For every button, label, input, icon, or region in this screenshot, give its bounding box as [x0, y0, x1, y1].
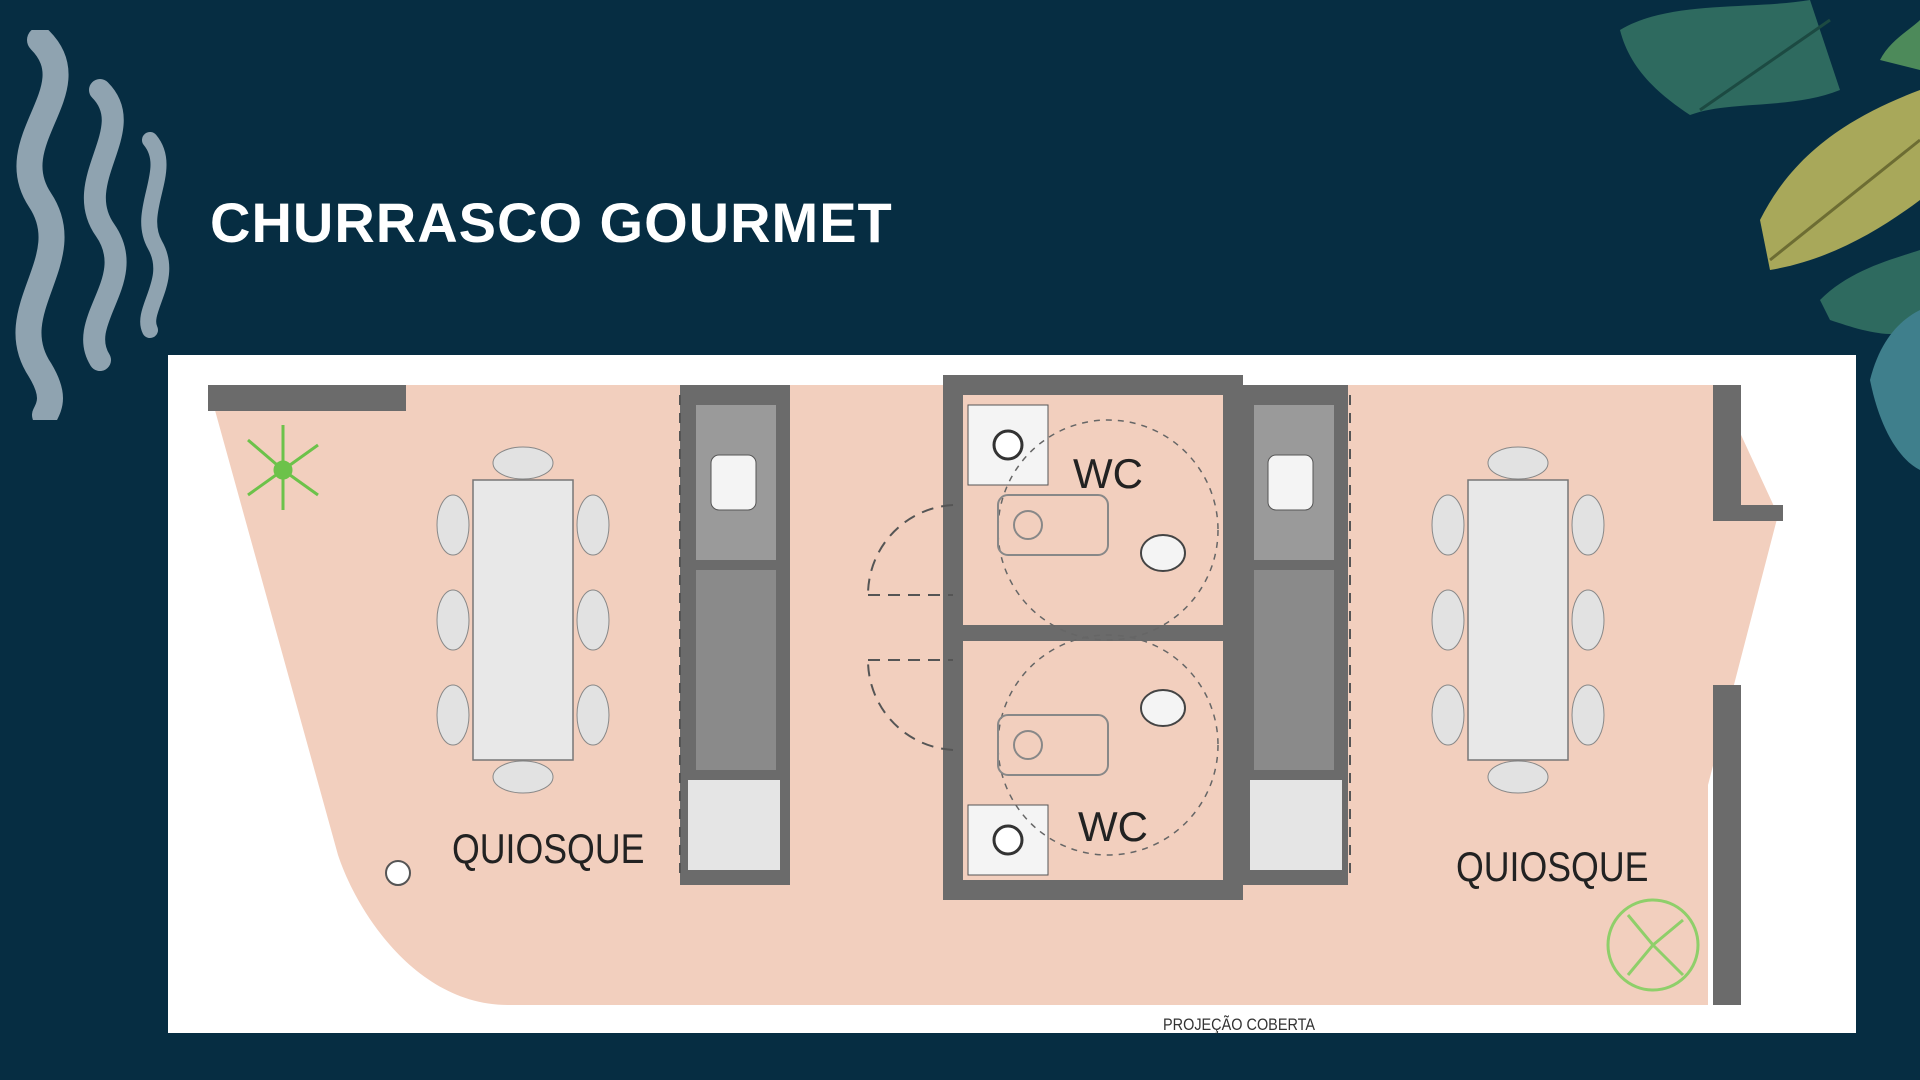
floor-plan: QUIOSQUE QUIOSQUE WC WC PROJEÇÃO COBERTA — [168, 355, 1856, 1034]
wc-bottom-label: WC — [1078, 803, 1148, 850]
wall — [208, 385, 406, 411]
grill — [1254, 570, 1334, 770]
grill — [696, 570, 776, 770]
chair-icon — [576, 684, 610, 746]
wc-top-label: WC — [1073, 450, 1143, 497]
wc-divider — [953, 625, 1233, 641]
chair-icon — [436, 684, 470, 746]
page-title: CHURRASCO GOURMET — [210, 191, 893, 254]
kiosk-left-label: QUIOSQUE — [452, 825, 645, 872]
chair-icon — [492, 760, 554, 794]
chair-icon — [1571, 589, 1605, 651]
sink-icon — [710, 454, 757, 511]
plant-icon — [1606, 898, 1700, 992]
roof-projection-label: PROJEÇÃO COBERTA — [1163, 1015, 1316, 1034]
chair-icon — [576, 589, 610, 651]
chair-icon — [492, 446, 554, 480]
chair-icon — [576, 494, 610, 556]
wheelchair-icon — [997, 494, 1109, 556]
chair-icon — [1571, 494, 1605, 556]
kiosk-right-label: QUIOSQUE — [1456, 843, 1649, 890]
sink-icon — [1267, 454, 1314, 511]
storage — [688, 780, 780, 870]
wave-decoration-icon — [15, 30, 170, 420]
plant-icon — [247, 425, 319, 510]
wall — [1713, 385, 1741, 515]
storage — [1250, 780, 1342, 870]
chair-icon — [1431, 494, 1465, 556]
table — [472, 479, 574, 761]
column-marker — [385, 860, 411, 886]
wall — [1713, 685, 1741, 1005]
wall — [1713, 505, 1783, 521]
floor-plan-drawing — [208, 375, 1783, 1005]
table — [1467, 479, 1569, 761]
dining-table-left — [436, 446, 610, 794]
tropical-leaves-icon — [1620, 0, 1920, 470]
dining-table-right — [1431, 446, 1605, 794]
chair-icon — [1487, 760, 1549, 794]
toilet-icon — [1140, 689, 1186, 727]
chair-icon — [1487, 446, 1549, 480]
chair-icon — [436, 494, 470, 556]
chair-icon — [1431, 684, 1465, 746]
chair-icon — [1431, 589, 1465, 651]
chair-icon — [1571, 684, 1605, 746]
wheelchair-icon — [997, 714, 1109, 776]
toilet-icon — [1140, 534, 1186, 572]
chair-icon — [436, 589, 470, 651]
